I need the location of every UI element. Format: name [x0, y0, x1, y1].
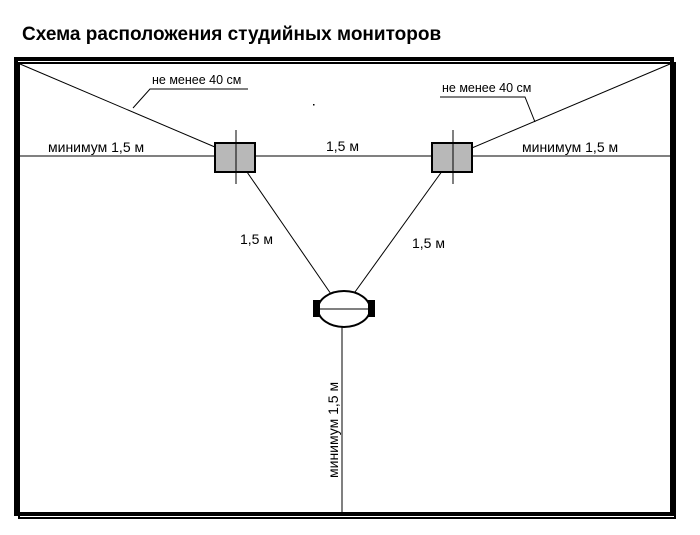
left-listener-label: 1,5 м	[240, 231, 273, 247]
right-ear	[368, 300, 375, 317]
left-corner-diagonal	[19, 63, 237, 157]
speaker-box-icon	[431, 142, 473, 173]
left-leader-line	[132, 88, 248, 109]
left-monitor	[214, 130, 256, 184]
right-corner-diagonal	[452, 63, 671, 157]
left-ear	[313, 300, 320, 317]
right-listener-label: 1,5 м	[412, 235, 445, 251]
right-distance-label: не менее 40 см	[442, 81, 531, 95]
page-title: Схема расположения студийных мониторов	[22, 24, 441, 45]
right-triangle-side	[341, 155, 454, 311]
stray-dot	[313, 104, 315, 106]
left-wall-label: минимум 1,5 м	[48, 139, 144, 155]
listener	[313, 290, 375, 328]
left-distance-label: не менее 40 см	[152, 73, 241, 87]
back-wall-label: минимум 1,5 м	[325, 382, 341, 478]
left-triangle-side	[235, 155, 343, 311]
right-monitor	[431, 130, 473, 184]
room-shadow	[18, 62, 676, 519]
right-wall-label: минимум 1,5 м	[522, 139, 618, 155]
speaker-box-icon	[214, 142, 256, 173]
room-border	[14, 57, 674, 516]
right-leader-line	[440, 96, 536, 123]
between-monitors-label: 1,5 м	[326, 138, 359, 154]
